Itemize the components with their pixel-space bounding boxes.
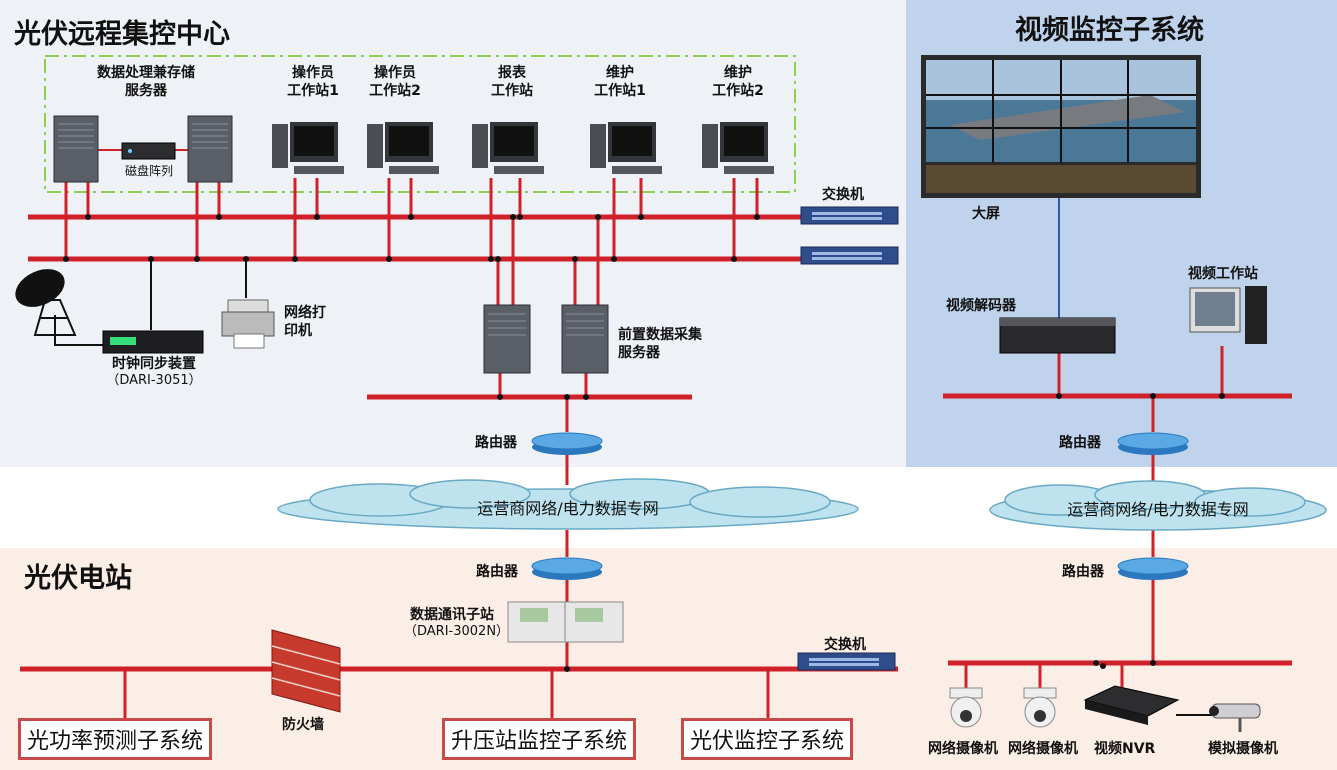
comm-substation-label: 数据通讯子站 <box>410 607 494 623</box>
cloud-right-label: 运营商网络/电力数据专网 <box>1067 500 1249 519</box>
comm-substation-model: （DARI-3002N） <box>404 624 510 639</box>
clock-sync-device <box>102 330 204 354</box>
disk-array-label: 磁盘阵列 <box>124 164 173 178</box>
station-zone-title: 光伏电站 <box>24 563 132 594</box>
router-center-icon <box>531 432 603 455</box>
disk-array <box>121 142 176 160</box>
switch-second <box>800 246 899 265</box>
storage-server-right <box>187 115 233 183</box>
firewall-label: 防火墙 <box>282 717 324 733</box>
analog-camera-label: 模拟摄像机 <box>1208 741 1278 757</box>
maint1-label: 维护 工作站1 <box>594 65 646 99</box>
cloud-right <box>989 480 1327 531</box>
video-wall <box>921 55 1201 198</box>
camera2-label: 网络摄像机 <box>1008 741 1078 757</box>
switch-label-station: 交换机 <box>824 637 866 653</box>
nvr-label: 视频NVR <box>1094 741 1156 757</box>
pv-monitoring-subsystem: 光伏监控子系统 <box>681 718 854 760</box>
router-station-right-icon <box>1117 557 1189 580</box>
station-zone <box>0 548 1337 770</box>
operator1-label: 操作员 工作站1 <box>287 65 339 99</box>
power-forecast-subsystem: 光功率预测子系统 <box>18 718 213 760</box>
decoder-label: 视频解码器 <box>946 298 1016 314</box>
analog-camera-icon <box>1209 703 1261 732</box>
center-zone-title: 光伏远程集控中心 <box>14 19 230 50</box>
router-station-right-label: 路由器 <box>1062 564 1104 580</box>
report-label: 报表 工作站 <box>491 65 533 99</box>
video-workstation-label: 视频工作站 <box>1188 266 1258 282</box>
maint2-label: 维护 工作站2 <box>712 65 764 99</box>
booster-station-subsystem: 升压站监控子系统 <box>442 718 637 760</box>
printer-icon <box>221 299 275 349</box>
storage-server-left <box>53 115 99 183</box>
switch-label-top: 交换机 <box>822 187 864 203</box>
cloud-left-label: 运营商网络/电力数据专网 <box>477 499 659 518</box>
frontend-server-right <box>561 304 609 374</box>
switch-station <box>797 652 896 671</box>
printer-label: 网络打 印机 <box>284 305 326 339</box>
switch-top <box>800 206 899 225</box>
workstation-icons <box>272 122 774 174</box>
center-zone <box>0 0 906 467</box>
center-group-box <box>44 55 796 193</box>
nvr-icon <box>1083 685 1180 725</box>
firewall-icon <box>271 629 341 713</box>
router-center-label: 路由器 <box>475 435 517 451</box>
comm-substation-device <box>507 601 624 643</box>
video-workstation <box>1189 286 1267 344</box>
big-screen-label: 大屏 <box>972 206 1000 222</box>
cloud-left <box>277 478 859 530</box>
storage-server-label: 数据处理兼存储 服务器 <box>97 65 195 99</box>
network-camera-1-icon <box>949 687 983 728</box>
clock-model: （DARI-3051） <box>106 373 202 388</box>
router-video-label: 路由器 <box>1059 435 1101 451</box>
router-video-icon <box>1117 432 1189 455</box>
frontend-server-label: 前置数据采集 服务器 <box>618 327 702 361</box>
clock-label: 时钟同步装置 <box>112 356 196 372</box>
router-station-left-icon <box>531 557 603 580</box>
operator2-label: 操作员 工作站2 <box>369 65 421 99</box>
satellite-dish-icon <box>15 269 77 336</box>
network-camera-2-icon <box>1023 687 1057 728</box>
video-decoder <box>999 317 1116 354</box>
router-station-left-label: 路由器 <box>476 564 518 580</box>
video-zone-title: 视频监控子系统 <box>1015 15 1204 46</box>
camera1-label: 网络摄像机 <box>928 741 998 757</box>
frontend-server-left <box>483 304 531 374</box>
